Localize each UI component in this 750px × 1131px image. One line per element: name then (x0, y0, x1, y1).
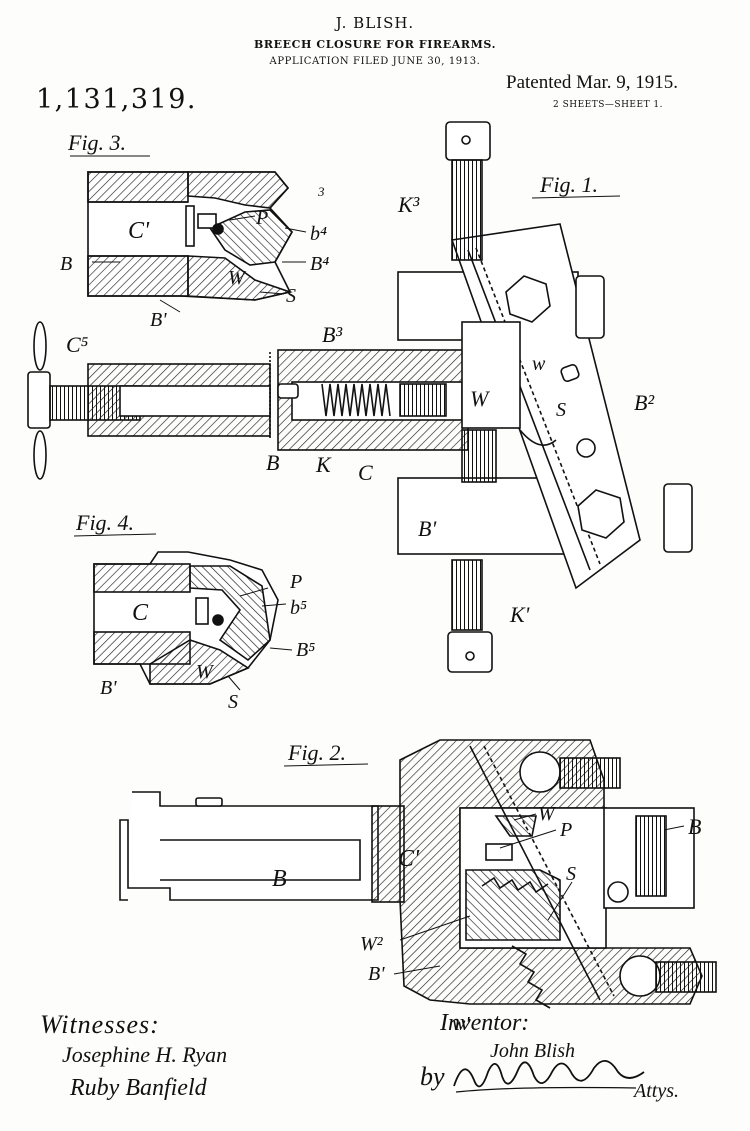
fig4-underline (73, 533, 157, 537)
fig2-label-p: P (559, 819, 572, 841)
witness-signature-2: Ruby Banfield (70, 1075, 207, 1101)
inventor-label: Inventor: (440, 1010, 530, 1036)
fig2-stock (119, 791, 379, 901)
inventor-signature: John Blish (490, 1040, 575, 1062)
fig3-label: Fig. 3. (67, 130, 126, 155)
fig4-label-b5-small: b⁵ (290, 597, 307, 619)
fig2-label-w: W (538, 803, 557, 825)
fig4-body (93, 551, 279, 685)
fig4-label: Fig. 4. (75, 510, 134, 535)
fig3-label-b4-small: b⁴ (310, 223, 327, 245)
fig1-label: Fig. 1. (539, 172, 598, 197)
fig1-label-b3: B³ (322, 322, 342, 347)
fig1-label-s: S (556, 399, 566, 421)
fig2-label-w-prime: w' (452, 1013, 470, 1035)
fig1-label-w-small: w (532, 353, 546, 375)
patent-number: 1,131,319. (36, 84, 197, 115)
fig1-label-b: B (266, 450, 279, 475)
figure-1: Fig. 1. K³ C⁵ B³ W w S B² B K C B' K' (27, 121, 693, 673)
fig3-leaders (92, 215, 307, 313)
by-label: by (420, 1062, 445, 1091)
witness-signature-1: Josephine H. Ryan (62, 1042, 228, 1067)
fig1-frame (397, 223, 693, 590)
fig3-label-b4: B⁴ (310, 253, 329, 275)
attorney-signature (453, 1060, 645, 1093)
fig4-label-c: C (132, 600, 149, 626)
fig3-label-b-prime: B' (150, 309, 167, 331)
fig2-label-c-prime: C' (398, 846, 420, 872)
fig3-label-w: W (228, 267, 247, 289)
fig2-label-b-right: B (688, 814, 701, 839)
fig3-label-c-prime: C' (128, 218, 150, 244)
fig1-label-c: C (358, 460, 373, 485)
fig4-label-b5: B⁵ (296, 639, 315, 661)
fig4-label-w: W (196, 661, 215, 683)
fig2-label-s: S (566, 863, 576, 885)
fig3-body (87, 171, 293, 301)
fig1-label-c5: C⁵ (66, 332, 89, 357)
fig2-label-b-stock: B (272, 866, 287, 892)
application-filed: APPLICATION FILED JUNE 30, 1913. (269, 56, 481, 67)
fig1-underline (531, 195, 621, 199)
fig1-label-k3: K³ (397, 192, 420, 217)
fig1-label-b2: B² (634, 390, 654, 415)
patented-date: Patented Mar. 9, 1915. (506, 72, 679, 93)
fig4-leaders (227, 587, 293, 691)
fig1-left-screw (27, 321, 271, 480)
witnesses-label: Witnesses: (40, 1010, 160, 1039)
fig2-label-b-prime: B' (368, 963, 385, 985)
fig2-breech (371, 739, 717, 1009)
fig2-leaders (393, 813, 685, 975)
fig1-label-k-prime: K' (509, 602, 530, 627)
fig4-label-b-prime: B' (100, 677, 117, 699)
fig1-label-b-prime: B' (418, 516, 436, 541)
fig1-barrel (277, 349, 469, 451)
fig3-label-3: 3 (317, 184, 325, 199)
inventor-name: J. BLISH. (335, 14, 415, 32)
sheet-count: 2 SHEETS—SHEET 1. (553, 100, 664, 110)
fig3-label-s: S (286, 285, 296, 307)
patent-title: BREECH CLOSURE FOR FIREARMS. (253, 38, 497, 51)
fig4-label-p: P (289, 571, 302, 593)
fig4-label-s: S (228, 691, 238, 713)
fig3-label-b: B (60, 253, 72, 275)
fig1-clamp-screws (445, 121, 493, 673)
fig2-label-w2: W² (360, 933, 384, 955)
fig2-label: Fig. 2. (287, 740, 346, 765)
figure-3: Fig. 3. C' P b⁴ B W B⁴ S B' 3 (60, 130, 329, 331)
figure-2: Fig. 2. W P B C' B S W² B' w' (119, 739, 717, 1035)
figure-4: Fig. 4. C P b⁵ B⁵ W B' S (73, 510, 315, 713)
fig1-label-w: W (470, 386, 490, 411)
fig2-underline (283, 763, 369, 767)
fig3-label-p: P (255, 207, 268, 229)
attorneys-label: Attys. (634, 1080, 679, 1102)
fig1-label-k: K (315, 452, 332, 477)
